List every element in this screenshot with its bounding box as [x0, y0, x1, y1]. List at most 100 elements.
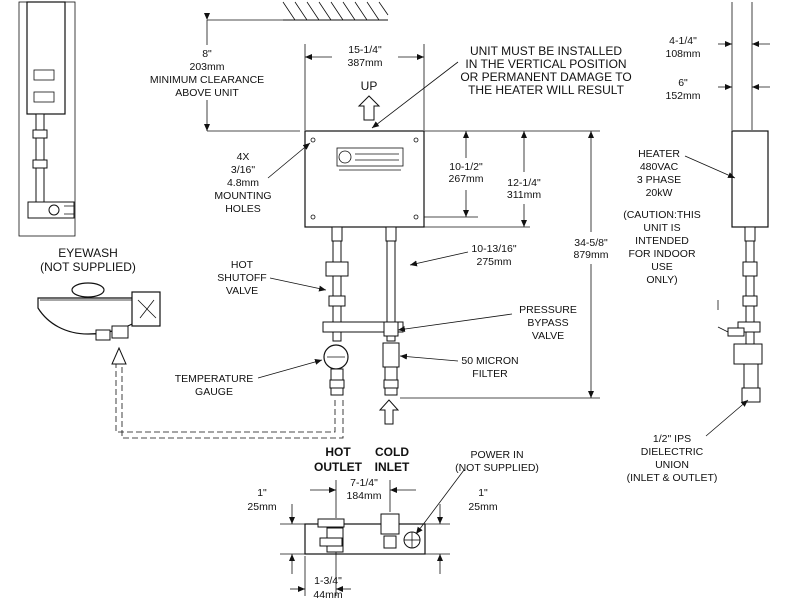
- eyewash-label-line-2: (NOT SUPPLIED): [40, 260, 136, 274]
- bottom-dimensions: 7-1/4" 184mm 1" 25mm 1" 25mm 1-3/4" 44mm: [247, 477, 497, 601]
- hot-outlet-label: HOT OUTLET: [314, 445, 363, 474]
- up-indicator: UP: [357, 79, 381, 121]
- side-top-in: 6": [678, 77, 688, 89]
- hot-shutoff-valve: [325, 261, 349, 277]
- mounting-hole: [413, 214, 419, 220]
- eyewash-nozzle: [71, 282, 105, 298]
- pressure-bypass-valve: [383, 321, 399, 337]
- holes-line-4: MOUNTING: [214, 190, 271, 202]
- cold-inlet-1: COLD: [375, 445, 409, 459]
- cold-inlet-label: COLD INLET: [375, 445, 410, 474]
- filter-label: 50 MICRON FILTER: [399, 353, 519, 380]
- width-dimension: 15-1/4" 387mm: [304, 44, 425, 130]
- bottom-span-mm: 184mm: [346, 490, 381, 502]
- up-label: UP: [361, 79, 378, 93]
- left-1-mm: 25mm: [247, 501, 276, 513]
- heater-line-3: 3 PHASE: [637, 174, 681, 186]
- caution-6: ONLY): [646, 274, 677, 286]
- hot-shutoff-1: HOT: [231, 259, 254, 271]
- h3-mm: 879mm: [573, 249, 608, 261]
- bypass-3: VALVE: [532, 330, 564, 342]
- mounting-hole: [413, 137, 419, 143]
- power-in-label: POWER IN (NOT SUPPLIED): [415, 449, 539, 535]
- side-depth-in: 4-1/4": [669, 35, 697, 47]
- clearance-in: 8": [202, 48, 212, 60]
- supply-arrow-icon: [111, 346, 127, 365]
- install-note: UNIT MUST BE INSTALLED IN THE VERTICAL P…: [371, 44, 632, 129]
- bottom-34-mm: 44mm: [313, 589, 342, 601]
- holes-line-3: 4.8mm: [227, 177, 259, 189]
- right-1-mm: 25mm: [468, 501, 497, 513]
- clearance-text-2: ABOVE UNIT: [175, 87, 239, 99]
- dielectric-union: [741, 387, 761, 403]
- hot-shutoff-label: HOT SHUTOFF VALVE: [217, 259, 327, 297]
- install-note-1: UNIT MUST BE INSTALLED: [470, 44, 622, 58]
- side-depth-dimension: 4-1/4" 108mm: [665, 2, 770, 130]
- side-filter: [733, 343, 763, 365]
- front-piping: [322, 226, 404, 396]
- clearance-text-1: MINIMUM CLEARANCE: [150, 74, 264, 86]
- hot-shutoff-2: SHUTOFF: [217, 272, 266, 284]
- heater-side-view: [717, 130, 769, 403]
- clearance-dimension: 8" 203mm MINIMUM CLEARANCE ABOVE UNIT: [150, 13, 300, 132]
- eyewash-bowl: [37, 282, 161, 341]
- heater-line-2: 480VAC: [640, 161, 679, 173]
- eyewash-label: EYEWASH (NOT SUPPLIED): [40, 246, 136, 274]
- caution-5: USE: [651, 261, 673, 273]
- install-note-2: IN THE VERTICAL POSITION: [465, 57, 626, 71]
- hot-outlet-2: OUTLET: [314, 460, 363, 474]
- caution-4: FOR INDOOR: [628, 248, 695, 260]
- hot-supply-route: [111, 346, 344, 439]
- eyewash-label-line-1: EYEWASH: [58, 246, 118, 260]
- union-2: DIELECTRIC: [641, 446, 704, 458]
- side-top-mm: 152mm: [665, 90, 700, 102]
- caution-3: INTENDED: [635, 235, 689, 247]
- side-top-dimension: 6" 152mm: [665, 77, 770, 102]
- caution-2: UNIT IS: [643, 222, 680, 234]
- caution-1: (CAUTION:THIS: [623, 209, 701, 221]
- filter-2: FILTER: [472, 368, 508, 380]
- width-mm: 387mm: [347, 57, 382, 69]
- hot-outlet-1: HOT: [325, 445, 351, 459]
- h1-in: 10-1/2": [449, 161, 483, 173]
- cold-inlet-2: INLET: [375, 460, 410, 474]
- h4-mm: 275mm: [476, 256, 511, 268]
- front-vertical-dimensions: 10-1/2" 267mm 12-1/4" 311mm 34-5/8" 879m…: [400, 130, 609, 399]
- bottom-view: [304, 513, 426, 555]
- install-note-3: OR PERMANENT DAMAGE TO: [460, 70, 631, 84]
- clearance-mm: 203mm: [189, 61, 224, 73]
- union-label: 1/2" IPS DIELECTRIC UNION (INLET & OUTLE…: [627, 399, 749, 484]
- heater-enclosure: [304, 130, 425, 228]
- hot-shutoff-3: VALVE: [226, 285, 258, 297]
- union-1: 1/2" IPS: [653, 433, 691, 445]
- union-3: UNION: [655, 459, 689, 471]
- cold-pipe: [386, 240, 396, 342]
- eyewash-view-heater-box: [26, 1, 66, 115]
- hot-pipe: [332, 240, 342, 342]
- heater-spec-label: HEATER 480VAC 3 PHASE 20kW: [637, 148, 736, 199]
- right-1-in: 1": [478, 487, 488, 499]
- bottom-34-in: 1-3/4": [314, 575, 342, 587]
- holes-line-5: HOLES: [225, 203, 261, 215]
- temp-gauge-1: TEMPERATURE: [175, 373, 254, 385]
- bypass-1: PRESSURE: [519, 304, 577, 316]
- micron-filter: [382, 342, 400, 368]
- eyewash-valve-handle: [131, 291, 161, 327]
- caution-label: (CAUTION:THIS UNIT IS INTENDED FOR INDOO…: [623, 209, 701, 286]
- power-in-2: (NOT SUPPLIED): [455, 462, 539, 474]
- left-1-in: 1": [257, 487, 267, 499]
- eyewash-view-panel-2: [33, 91, 55, 103]
- holes-line-1: 4X: [237, 151, 250, 163]
- side-depth-mm: 108mm: [665, 48, 700, 60]
- heater-line-4: 20kW: [646, 187, 673, 199]
- h2-in: 12-1/4": [507, 177, 541, 189]
- mounting-hole: [310, 214, 316, 220]
- cold-inlet-arrow-icon: [378, 399, 400, 425]
- install-note-4: THE HEATER WILL RESULT: [468, 83, 624, 97]
- bypass-2: BYPASS: [527, 317, 568, 329]
- filter-1: 50 MICRON: [461, 355, 518, 367]
- power-in-1: POWER IN: [470, 449, 523, 461]
- width-in: 15-1/4": [348, 44, 382, 56]
- eyewash-view-panel-1: [33, 69, 55, 81]
